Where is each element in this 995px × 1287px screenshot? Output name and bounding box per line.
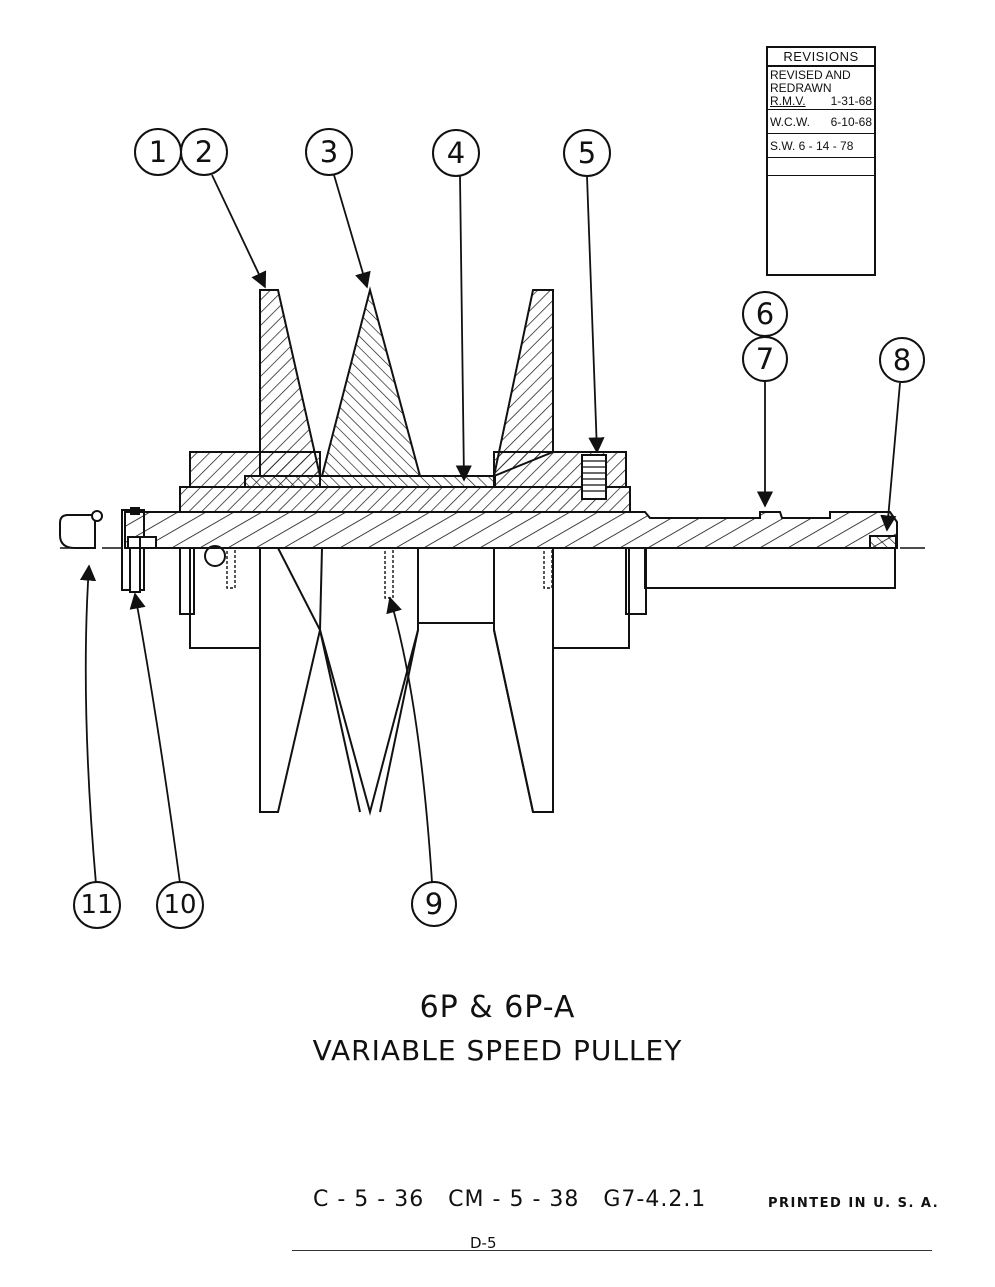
callout-8: 8 xyxy=(893,343,911,377)
revision-entry-1: REVISED AND REDRAWN R.M.V. 1-31-68 xyxy=(768,67,874,110)
revision-entry-3: S.W. 6 - 14 - 78 xyxy=(768,134,874,158)
leader-1-2 xyxy=(211,174,267,289)
revision-1-line2: REDRAWN xyxy=(770,81,832,95)
hub-lower-middle xyxy=(417,547,495,624)
revision-entry-2: W.C.W. 6-10-68 xyxy=(768,110,874,134)
revision-entry-4 xyxy=(768,158,874,176)
leader-3 xyxy=(333,174,371,289)
flange-lower-2 xyxy=(318,547,419,816)
hub-lower-right xyxy=(552,547,630,649)
leader-5 xyxy=(586,175,605,454)
revision-2-date: 6-10-68 xyxy=(830,114,872,129)
flange-upper-3 xyxy=(492,289,554,478)
drawing-numbers: C - 5 - 36 CM - 5 - 38 G7-4.2.1 xyxy=(313,1187,707,1212)
revision-1-initials: R.M.V. xyxy=(770,94,806,108)
callout-5: 5 xyxy=(578,136,596,170)
revision-1-date: 1-31-68 xyxy=(830,94,872,108)
hub-lower-left xyxy=(189,547,261,649)
callout-11: 11 xyxy=(80,890,113,920)
revisions-block: REVISIONS REVISED AND REDRAWN R.M.V. 1-31… xyxy=(766,46,876,276)
callout-circle-9 xyxy=(411,881,457,927)
revision-2-initials: W.C.W. xyxy=(770,114,810,129)
key-pin-1 xyxy=(226,547,236,589)
grease-fitting xyxy=(59,514,96,549)
key-pin-3 xyxy=(543,547,553,589)
callout-6: 6 xyxy=(756,297,774,331)
leader-11 xyxy=(79,564,97,885)
page-id: D-5 xyxy=(470,1234,497,1252)
leader-9 xyxy=(386,596,433,883)
callout-circle-8 xyxy=(879,337,925,383)
callout-circle-4 xyxy=(432,129,480,177)
revisions-title: REVISIONS xyxy=(768,48,874,67)
sleeve-lower xyxy=(179,547,195,615)
leader-10 xyxy=(129,592,181,884)
callout-9: 9 xyxy=(425,887,443,921)
callout-circle-5 xyxy=(563,129,611,177)
callout-2: 2 xyxy=(195,135,213,169)
flange-upper-1 xyxy=(259,289,322,477)
sleeve-upper xyxy=(179,486,631,513)
drawing-subtitle: VARIABLE SPEED PULLEY xyxy=(312,1034,683,1067)
callout-10: 10 xyxy=(163,890,196,920)
callout-7: 7 xyxy=(756,342,774,376)
callout-3: 3 xyxy=(320,135,338,169)
callout-circle-11 xyxy=(73,881,121,929)
callout-circle-10 xyxy=(156,881,204,929)
callout-circle-3 xyxy=(305,128,353,176)
key-pin-2 xyxy=(384,547,394,599)
flange-lower-1 xyxy=(259,547,322,813)
end-nut xyxy=(869,535,897,549)
shaft-upper xyxy=(124,511,898,549)
leader-4 xyxy=(455,175,472,482)
revision-3-text: S.W. 6 - 14 - 78 xyxy=(770,138,854,153)
flange-upper-2 xyxy=(320,286,422,477)
drawing-title: 6P & 6P-A xyxy=(419,990,576,1025)
bushing xyxy=(244,475,496,488)
callout-circle-2 xyxy=(180,128,228,176)
bottom-rule xyxy=(292,1250,932,1251)
revision-1-line1: REVISED AND xyxy=(770,68,851,82)
printed-in-label: PRINTED IN U. S. A. xyxy=(768,1196,940,1211)
shaft-lower xyxy=(644,547,896,589)
callout-4: 4 xyxy=(447,136,465,170)
callout-1: 1 xyxy=(149,135,167,169)
set-screw xyxy=(581,454,607,500)
callout-circle-7 xyxy=(742,336,788,382)
leader-8 xyxy=(880,382,901,532)
